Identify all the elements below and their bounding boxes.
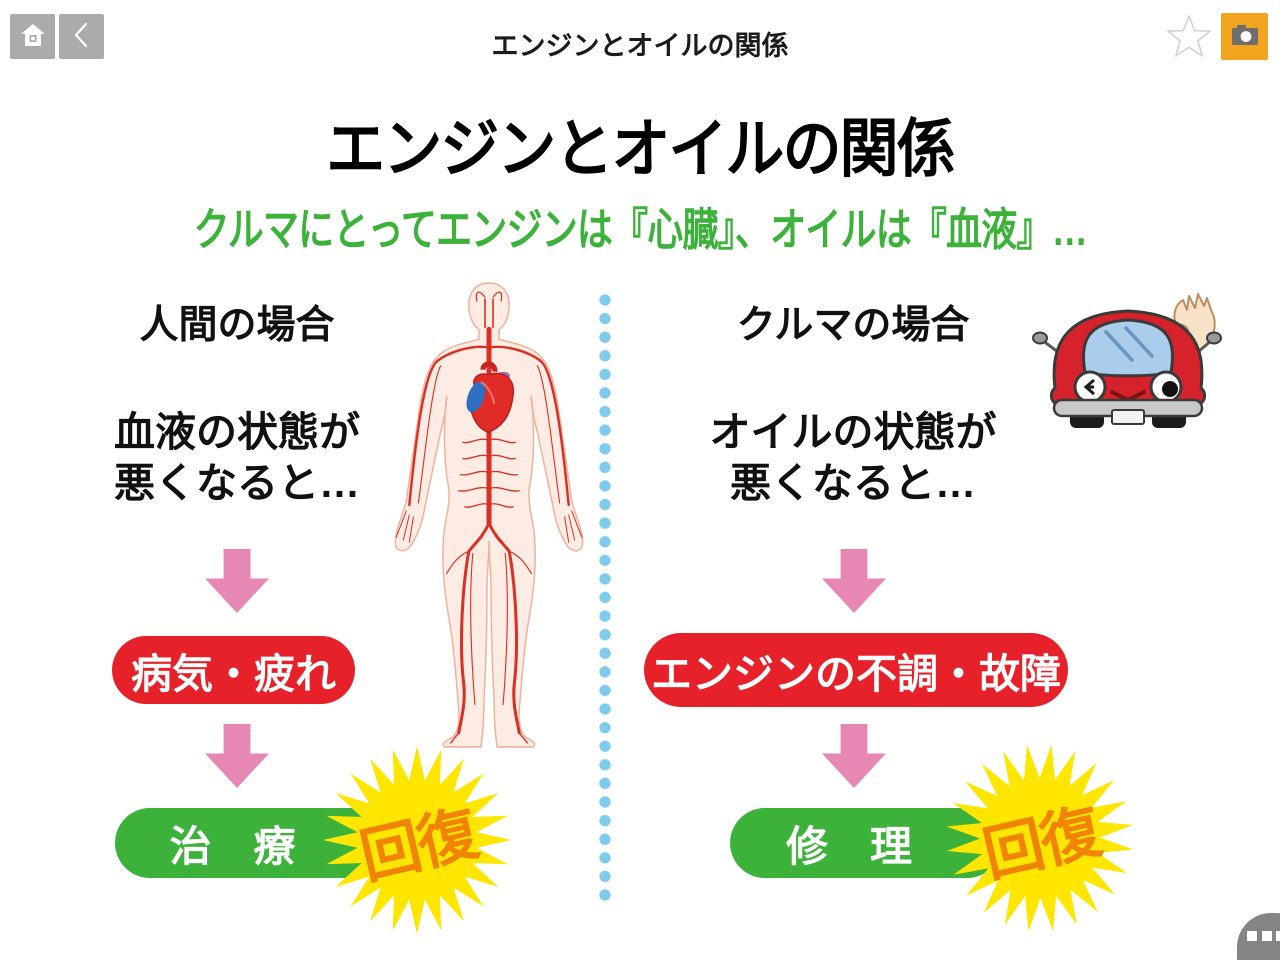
car-ok-illustration — [1028, 288, 1228, 436]
three-dots-icon — [1247, 931, 1280, 941]
home-button[interactable] — [10, 14, 55, 59]
back-chevron-icon — [67, 20, 97, 53]
artery-lines — [395, 291, 583, 744]
heart-illustration — [466, 361, 515, 434]
left-recovery-burst: 回復 — [322, 745, 512, 935]
camera-icon — [1228, 18, 1262, 55]
left-problem-pill: 病気・疲れ — [112, 636, 355, 704]
starburst-shape — [323, 746, 511, 934]
camera-button[interactable] — [1221, 13, 1268, 60]
back-button[interactable] — [59, 14, 104, 59]
starburst-shape — [946, 744, 1134, 932]
down-arrow-icon — [822, 549, 886, 613]
star-outline-icon — [1164, 15, 1214, 65]
home-icon — [18, 20, 48, 53]
right-column-header: クルマの場合 — [736, 304, 970, 347]
right-solution-pill: 修 理 — [730, 808, 1002, 878]
topbar-title: エンジンとオイルの関係 — [491, 31, 789, 61]
human-circulatory-illustration — [386, 281, 592, 755]
right-problem-pill: エンジンの不調・故障 — [644, 633, 1068, 707]
car-mirrors — [1032, 331, 1222, 354]
page-title: エンジンとオイルの関係 — [326, 113, 955, 185]
down-arrow-icon — [205, 549, 269, 613]
drawer-handle-button[interactable] — [1237, 913, 1280, 960]
dotted-divider — [599, 294, 611, 908]
right-condition-text: オイルの状態が 悪くなると… — [709, 409, 997, 506]
left-condition-text: 血液の状態が 悪くなると… — [114, 409, 360, 506]
favorite-button[interactable] — [1164, 12, 1214, 62]
down-arrow-icon — [205, 724, 269, 788]
left-column-header: 人間の場合 — [139, 304, 335, 347]
page-subtitle: クルマにとってエンジンは『心臓』、オイルは『血液』… — [193, 204, 1087, 255]
right-recovery-burst: 回復 — [945, 743, 1135, 933]
down-arrow-icon — [822, 724, 886, 788]
